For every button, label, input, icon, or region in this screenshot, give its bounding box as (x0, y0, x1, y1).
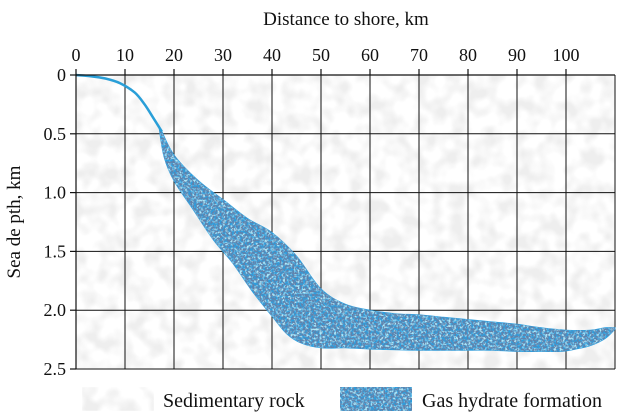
y-tick-label: 1.5 (44, 241, 67, 261)
x-tick-label: 30 (214, 45, 232, 65)
x-tick-label: 20 (165, 45, 183, 65)
x-tick-label: 10 (116, 45, 134, 65)
seafloor-profile-line (75, 73, 163, 133)
x-tick-label: 90 (508, 45, 526, 65)
legend-label-sedimentary: Sedimentary rock (163, 390, 305, 412)
legend: Sedimentary rock Gas hydrate formation (82, 387, 602, 412)
x-axis-title: Distance to shore, km (263, 9, 429, 30)
y-ticks: 0 0.5 1.0 1.5 2.0 2.5 (44, 65, 76, 379)
y-tick-label: 2.5 (44, 359, 67, 379)
y-tick-label: 2.0 (44, 300, 67, 320)
x-tick-label: 40 (263, 45, 281, 65)
legend-item-hydrate: Gas hydrate formation (340, 387, 602, 412)
legend-label-hydrate: Gas hydrate formation (422, 390, 602, 412)
x-ticks: 0 10 20 30 40 50 60 70 80 90 100 (72, 45, 580, 75)
legend-item-sedimentary: Sedimentary rock (82, 387, 305, 412)
x-tick-label: 50 (312, 45, 330, 65)
x-tick-label: 80 (459, 45, 477, 65)
x-tick-label: 0 (72, 45, 81, 65)
x-tick-label: 100 (553, 45, 580, 65)
x-tick-label: 70 (410, 45, 428, 65)
y-tick-label: 0.5 (44, 124, 67, 144)
y-axis-title: Sea de pth, km (4, 165, 25, 278)
y-tick-label: 1.0 (44, 183, 67, 203)
y-tick-label: 0 (57, 65, 66, 85)
sedimentary-swatch (82, 387, 154, 411)
x-tick-label: 60 (361, 45, 379, 65)
axes (75, 74, 615, 369)
sedimentary-background (76, 75, 615, 369)
